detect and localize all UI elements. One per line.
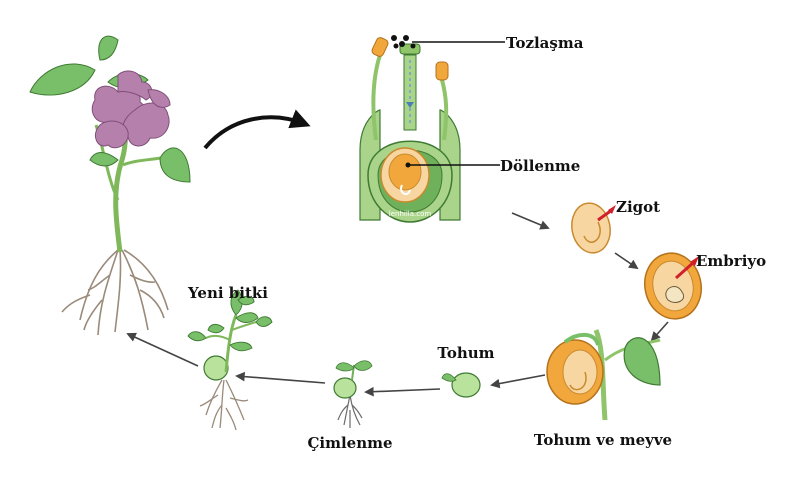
label-germination: Çimlenme xyxy=(307,434,392,452)
label-seed-and-fruit: Tohum ve meyve xyxy=(534,431,672,449)
label-new-plant: Yeni bitki xyxy=(187,284,268,302)
pollen-grains xyxy=(391,35,416,49)
germinating-seedling xyxy=(333,360,373,428)
arrow-to-mature-plant xyxy=(126,332,199,367)
arrow-to-seed xyxy=(490,374,546,389)
label-seed: Tohum xyxy=(437,344,494,362)
seed-and-fruit xyxy=(546,329,661,421)
embryo-seed xyxy=(644,252,702,320)
watermark-text: lenhilla.com xyxy=(389,210,432,218)
arrow-to-zygote xyxy=(511,212,550,230)
mature-plant xyxy=(29,35,191,336)
arrow-to-embryo xyxy=(614,252,639,270)
mature-plant-roots xyxy=(61,249,169,336)
arrow-plant-to-flower xyxy=(203,109,311,150)
arrow-to-fruit xyxy=(650,321,669,342)
label-fertilization: Döllenme xyxy=(500,157,580,175)
arrow-to-new-plant xyxy=(235,371,326,384)
label-zygote: Zigot xyxy=(616,198,660,216)
zygote-seed xyxy=(571,202,616,254)
label-embryo: Embriyo xyxy=(696,252,766,270)
new-plant xyxy=(187,289,273,431)
label-pollination: Tozlaşma xyxy=(506,34,584,52)
seed xyxy=(441,372,481,398)
mature-plant-flowers xyxy=(91,70,171,149)
arrow-to-germination xyxy=(364,386,441,397)
flower-cross-section: lenhilla.com xyxy=(359,35,461,223)
